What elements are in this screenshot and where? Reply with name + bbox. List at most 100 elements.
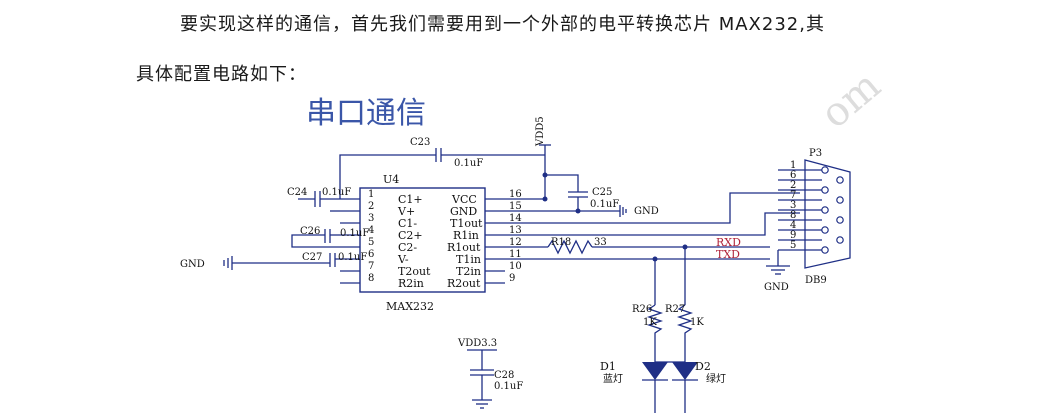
db9-name: DB9	[805, 275, 827, 286]
chip-ref: U4	[383, 173, 399, 186]
c28-ref: C28	[494, 370, 514, 381]
r26-value: 1K	[643, 317, 657, 328]
c25-ref: C25	[592, 187, 612, 198]
db9-pin-3: 3	[790, 200, 796, 211]
pin-num-16: 16	[509, 189, 522, 200]
db9-pin-leads	[778, 169, 822, 251]
pin-num-2: 2	[368, 201, 374, 212]
r27-value: 1K	[690, 317, 704, 328]
pin-name-c2minus: C2-	[398, 241, 417, 254]
c24-wiring	[298, 191, 340, 212]
junction-dot	[575, 208, 581, 214]
junction-dot	[542, 172, 548, 178]
c27-value: 0.1uF	[338, 252, 367, 263]
vdd33-label: VDD3.3	[457, 338, 497, 349]
txd-label: TXD	[716, 248, 740, 261]
vdd5-label: VDD5	[535, 116, 546, 147]
d2-label: 绿灯	[706, 372, 726, 385]
gnd-label-left: GND	[180, 259, 205, 270]
led-d2-symbol	[672, 362, 698, 413]
pin-name-gnd: GND	[450, 205, 477, 218]
c27-ref: C27	[302, 252, 322, 263]
pin-num-7: 7	[368, 261, 374, 272]
pin-num-10: 10	[509, 261, 522, 272]
d2-ref: D2	[695, 360, 711, 373]
db9-ground	[766, 250, 790, 275]
pin-name-t1out: T1out	[450, 217, 483, 230]
pin-num-6: 6	[368, 249, 374, 260]
pin-name-t1in: T1in	[456, 253, 481, 266]
chip-name: MAX232	[386, 300, 434, 313]
c24-value: 0.1uF	[322, 187, 351, 198]
pin-num-15: 15	[509, 201, 522, 212]
c27-wiring	[223, 253, 340, 270]
db9-pin-9: 9	[790, 230, 796, 241]
c25-value: 0.1uF	[590, 199, 619, 210]
c26-ref: C26	[300, 226, 320, 237]
r27-ref: R27	[665, 304, 685, 315]
c26-wiring	[291, 229, 340, 248]
pin-name-r1out: R1out	[447, 241, 481, 254]
junction-dot	[682, 244, 688, 250]
db9-shell	[804, 159, 851, 269]
pin-name-vplus: V+	[397, 205, 415, 218]
pin-num-3: 3	[368, 213, 374, 224]
d1-ref: D1	[600, 360, 616, 373]
db9-pin-8: 8	[790, 210, 796, 221]
pin-name-r2out: R2out	[447, 277, 481, 290]
paragraph-line-2: 具体配置电路如下：	[136, 64, 307, 85]
pin-num-1: 1	[368, 189, 374, 200]
led-d1-symbol	[642, 362, 668, 413]
db9-pin-4: 4	[790, 220, 796, 231]
c28-value: 0.1uF	[494, 381, 523, 392]
junction-dot	[652, 256, 658, 262]
r26-ref: R26	[632, 304, 652, 315]
pin-name-t2out: T2out	[398, 265, 431, 278]
r18-value: 33	[594, 237, 607, 248]
pin-num-12: 12	[509, 237, 522, 248]
pin-name-c2plus: C2+	[398, 229, 423, 242]
junction-dot	[542, 196, 548, 202]
vdd33-wiring	[467, 349, 497, 409]
pin-name-r1in: R1in	[453, 229, 479, 242]
pin-name-r2in: R2in	[398, 277, 424, 290]
pin-num-14: 14	[509, 213, 522, 224]
led-resistor-wiring	[646, 304, 694, 362]
c24-ref: C24	[287, 187, 307, 198]
vdd5-wiring	[505, 144, 579, 200]
r18-wiring	[505, 239, 770, 305]
max232-chip-body	[359, 187, 486, 293]
pin-name-c1minus: C1-	[398, 217, 417, 230]
c23-wiring	[339, 148, 545, 199]
pin-num-11: 11	[509, 249, 522, 260]
db9-pin-7: 7	[790, 190, 796, 201]
db9-pin-5: 5	[790, 240, 796, 251]
pin-num-8: 8	[368, 273, 374, 284]
pin-name-vcc: VCC	[451, 193, 477, 206]
rxd-label: RXD	[716, 236, 741, 249]
gnd-label-db9: GND	[764, 282, 789, 293]
pin-num-9: 9	[509, 273, 515, 284]
db9-ref: P3	[809, 148, 822, 159]
schematic-title: 串口通信	[306, 96, 426, 131]
db9-pin-1: 1	[790, 160, 796, 171]
gnd-label-right: GND	[634, 206, 659, 217]
db9-pin-2: 2	[790, 180, 796, 191]
c26-value: 0.1uF	[340, 228, 369, 239]
watermark: om	[812, 62, 889, 137]
r18-ref: R18	[551, 237, 571, 248]
c23-ref: C23	[410, 137, 430, 148]
pin-name-vminus: V-	[397, 253, 409, 266]
pin-num-5: 5	[368, 237, 374, 248]
pin-name-t2in: T2in	[456, 265, 481, 278]
pin-num-4: 4	[368, 225, 374, 236]
c25-wiring	[505, 191, 627, 217]
c23-value: 0.1uF	[454, 158, 483, 169]
d1-label: 蓝灯	[603, 373, 623, 385]
paragraph-line-1: 要实现这样的通信，首先我们需要用到一个外部的电平转换芯片 MAX232,其	[180, 14, 825, 35]
db9-signal-wiring	[505, 192, 800, 236]
db9-pin-circles	[821, 166, 844, 254]
pin-num-13: 13	[509, 225, 522, 236]
pin-name-c1plus: C1+	[398, 193, 423, 206]
